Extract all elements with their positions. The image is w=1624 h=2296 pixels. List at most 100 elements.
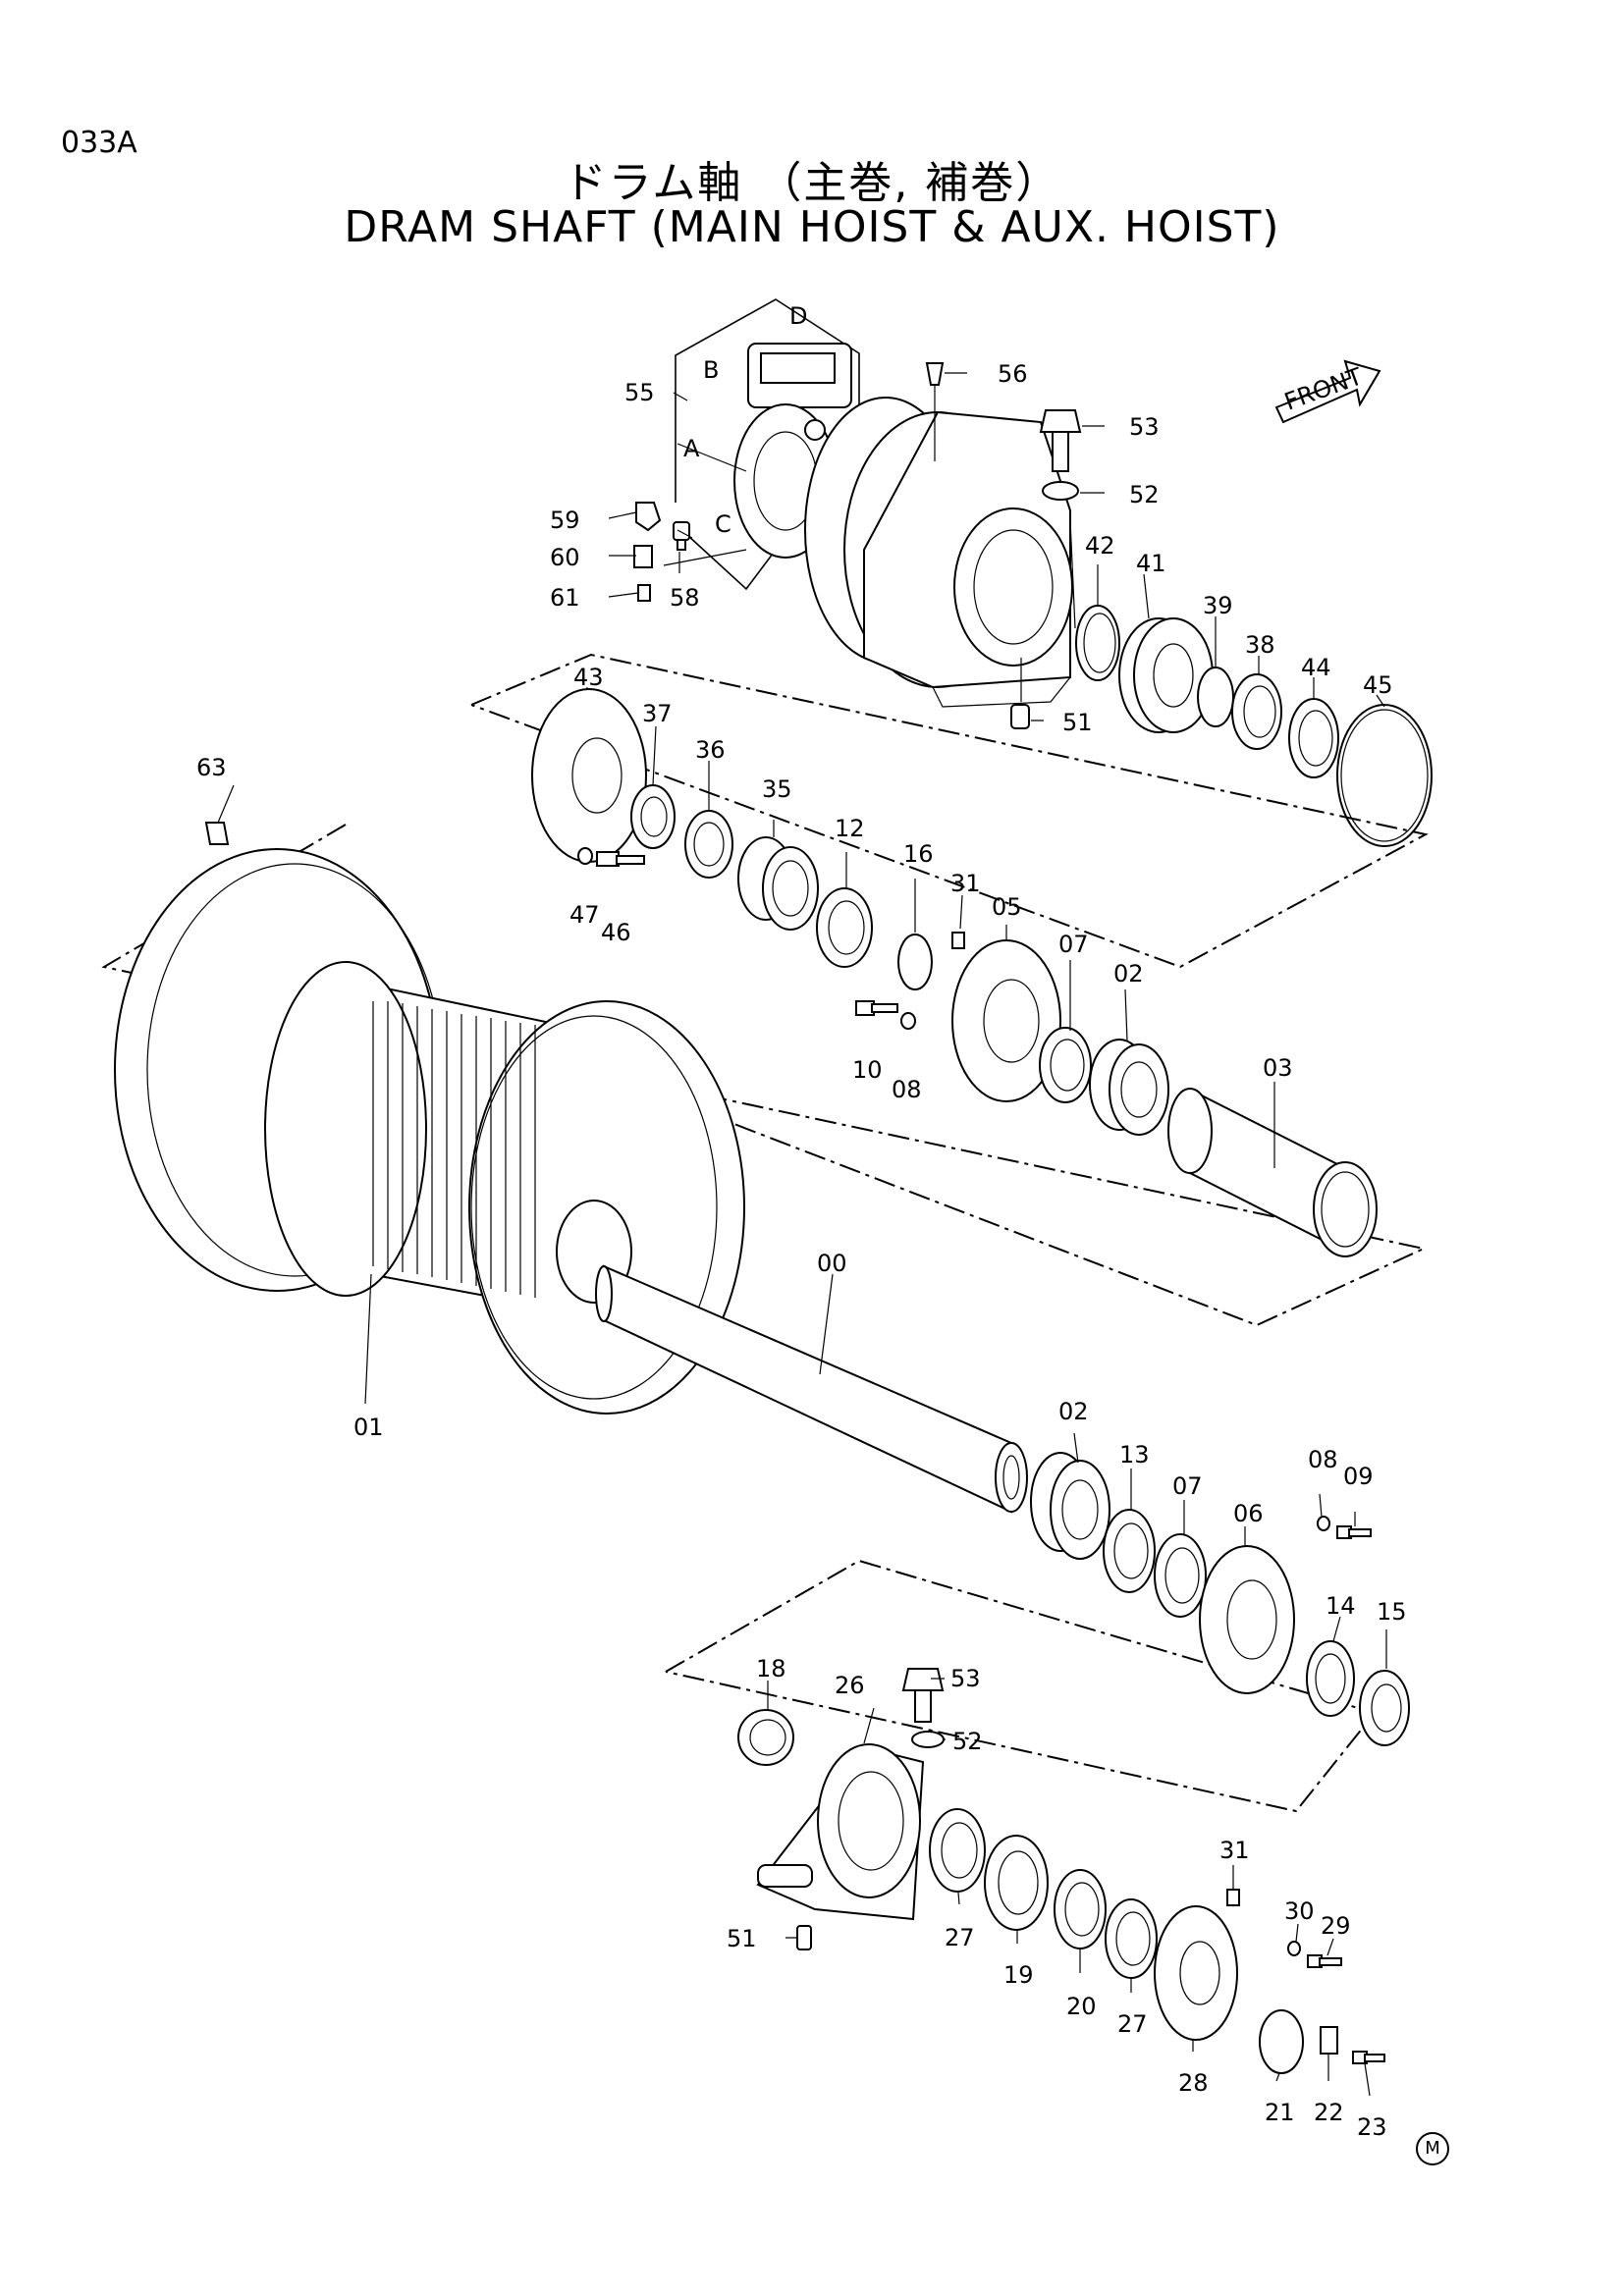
callout-35: 35 [762, 775, 792, 803]
oil-seal-18 [737, 1709, 794, 1766]
callout-44: 44 [1301, 654, 1331, 681]
port-label-a: A [683, 435, 700, 462]
bearing-41 [1118, 617, 1214, 733]
bolt-53-lower [901, 1668, 945, 1723]
group-frame-upper [470, 653, 1429, 969]
plate-21 [1259, 2009, 1304, 2074]
callout-58: 58 [670, 584, 700, 612]
callout-19: 19 [1003, 1961, 1034, 1989]
washer-52-lower [911, 1731, 945, 1748]
callout-55: 55 [624, 379, 655, 406]
callout-12: 12 [835, 815, 865, 842]
spacer-03 [1167, 1088, 1378, 1257]
callout-07-upper: 07 [1058, 931, 1089, 958]
bolt-53-upper [1039, 409, 1082, 472]
shaft-00 [595, 1264, 1028, 1514]
callout-26: 26 [835, 1672, 865, 1699]
part-number-callouts: 56 55 53 52 59 60 61 58 42 41 39 38 44 4… [196, 360, 1407, 2141]
drum-rope-grooves [372, 1001, 536, 1298]
callout-01: 01 [353, 1414, 384, 1441]
callout-28: 28 [1178, 2069, 1209, 2097]
callout-10: 10 [852, 1056, 883, 1084]
callout-02-lower: 02 [1058, 1398, 1089, 1425]
bolt-46 [596, 851, 645, 867]
pin-51-upper [1010, 658, 1030, 729]
callout-45: 45 [1363, 671, 1393, 699]
callout-38: 38 [1245, 631, 1275, 659]
lock-washer-36 [684, 810, 733, 879]
front-label: FRONT [1280, 362, 1366, 415]
callout-53-upper: 53 [1129, 413, 1160, 441]
washer-08-lower [1317, 1516, 1330, 1531]
callout-52-upper: 52 [1129, 481, 1160, 508]
callout-42: 42 [1085, 532, 1115, 560]
oil-seal-27-left [929, 1808, 986, 1893]
washer-08-upper [900, 1012, 916, 1030]
bearing-02-lower [1030, 1452, 1110, 1560]
elbow-59 [635, 502, 662, 532]
callout-51-lower: 51 [727, 1925, 757, 1952]
washer-30 [1287, 1941, 1301, 1956]
oring-45 [1336, 704, 1433, 847]
sleeve-35 [737, 836, 819, 931]
oring-39 [1197, 667, 1234, 727]
plug-61 [637, 584, 651, 602]
title-japanese: ドラム軸 （主巻, 補巻） [563, 158, 1061, 208]
drum-01 [114, 848, 745, 1415]
callout-16: 16 [903, 840, 934, 868]
snap-ring-42 [1075, 605, 1120, 681]
callout-27-right: 27 [1117, 2010, 1148, 2038]
callout-20: 20 [1066, 1993, 1097, 2020]
callout-30: 30 [1284, 1897, 1315, 1925]
oring-16 [897, 934, 933, 990]
motor-bracket [675, 298, 860, 591]
lock-washer-14 [1306, 1640, 1355, 1717]
callout-02-upper: 02 [1113, 960, 1144, 988]
oil-seal-44 [1288, 698, 1339, 778]
pin-51-lower [796, 1925, 812, 1950]
connector-60 [633, 545, 653, 568]
callout-53-lower: 53 [950, 1665, 981, 1692]
collar-20 [1054, 1869, 1107, 1949]
callout-41: 41 [1136, 550, 1166, 577]
washer-47 [577, 847, 593, 865]
oil-seal-07-lower [1154, 1533, 1207, 1618]
callout-21: 21 [1265, 2099, 1295, 2126]
callout-07-lower: 07 [1172, 1472, 1203, 1500]
callout-15: 15 [1377, 1598, 1407, 1626]
oil-seal-07-upper [1039, 1027, 1092, 1103]
reduction-gearbox [804, 397, 1076, 708]
callout-22: 22 [1314, 2099, 1344, 2126]
grease-fitting-63 [204, 822, 230, 845]
callout-46: 46 [601, 919, 631, 946]
callout-14: 14 [1326, 1592, 1356, 1620]
plug-31-lower [1226, 1889, 1240, 1906]
front-arrow-icon: FRONT [1274, 359, 1381, 424]
callout-59: 59 [550, 507, 580, 534]
motor-port-letters: D B A C [683, 302, 807, 538]
diagram-code: 033A [61, 126, 137, 160]
callout-31-lower: 31 [1219, 1837, 1250, 1864]
callout-27-left: 27 [945, 1924, 975, 1951]
collar-38 [1231, 673, 1282, 750]
callout-09: 09 [1343, 1463, 1374, 1490]
callout-47: 47 [569, 901, 600, 929]
callout-13: 13 [1119, 1441, 1150, 1468]
callout-29: 29 [1321, 1912, 1351, 1940]
callout-06: 06 [1233, 1500, 1264, 1527]
port-label-b: B [703, 356, 719, 384]
lock-plate-22 [1320, 2026, 1338, 2055]
corner-mark: M [1416, 2132, 1449, 2165]
callout-56: 56 [998, 360, 1028, 388]
port-label-d: D [789, 302, 807, 330]
bolt-23 [1352, 2051, 1385, 2064]
callout-60: 60 [550, 544, 580, 571]
callout-31-upper: 31 [950, 870, 981, 897]
collar-12 [816, 887, 873, 968]
callout-61: 61 [550, 584, 580, 612]
plug-58 [673, 521, 690, 551]
callout-39: 39 [1203, 592, 1233, 619]
callout-23: 23 [1357, 2113, 1387, 2141]
